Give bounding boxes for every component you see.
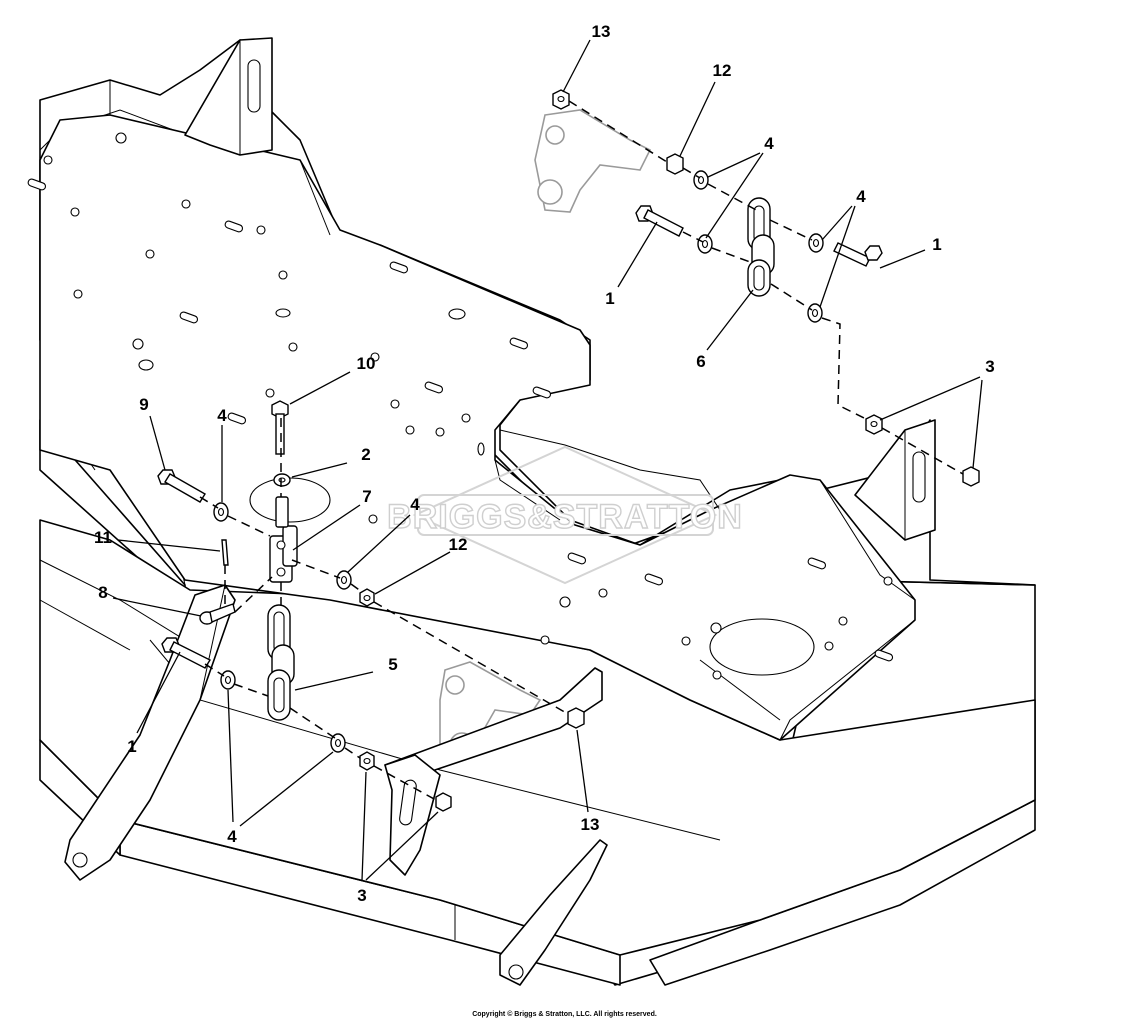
nut-13-top — [552, 89, 570, 110]
callout-11: 11 — [94, 528, 112, 547]
leader-lines — [112, 39, 983, 881]
callout-2: 2 — [361, 445, 370, 464]
bolt-1-left — [161, 637, 212, 669]
lift-arm-bracket-ghost — [534, 109, 652, 213]
callout-8: 8 — [98, 583, 107, 602]
nut-3-front-a — [359, 751, 375, 771]
callout-4-front: 4 — [227, 827, 237, 846]
callout-4-top-b: 4 — [856, 187, 866, 206]
bolt-10 — [271, 400, 289, 455]
washer-4-top-d — [807, 303, 823, 323]
washer-4-top-a — [693, 170, 709, 190]
spindle-opening-left — [249, 477, 331, 523]
callout-13-top: 13 — [592, 22, 611, 41]
washer-4-mid — [336, 570, 352, 590]
callout-13-front: 13 — [581, 815, 600, 834]
assembly-lines — [199, 100, 964, 801]
spindle-opening-right — [709, 618, 815, 676]
callout-6: 6 — [696, 352, 705, 371]
callout-3-front: 3 — [357, 886, 366, 905]
right-front-arm — [499, 839, 608, 986]
plate-holes — [27, 132, 894, 680]
callout-5: 5 — [388, 655, 397, 674]
copyright-notice: Copyright © Briggs & Stratton, LLC. All … — [472, 1011, 657, 1018]
cotter-pin-11 — [221, 539, 229, 566]
watermark-logo: BRIGGS&STRATTON — [386, 445, 743, 585]
callout-4-left-top: 4 — [217, 406, 227, 425]
callout-4-top-a: 4 — [764, 134, 774, 153]
callout-10: 10 — [357, 354, 376, 373]
callouts: 13 12 4 4 1 1 6 3 10 9 4 2 7 4 12 11 8 5… — [94, 22, 995, 905]
callout-12-mid: 12 — [449, 535, 468, 554]
washer-4-left-top — [213, 502, 229, 522]
bolt-1-top-right — [833, 242, 883, 267]
washer-4-top-b — [697, 234, 713, 254]
callout-9: 9 — [139, 395, 148, 414]
chain-5 — [267, 604, 295, 721]
nut-2 — [273, 473, 291, 487]
washer-4-top-c — [808, 233, 824, 253]
nut-13-front — [567, 707, 585, 729]
nut-3-right-a — [865, 414, 883, 435]
mounting-plate — [27, 114, 916, 741]
callout-1-left: 1 — [127, 737, 136, 756]
nut-12-top — [666, 153, 684, 175]
callout-7: 7 — [362, 487, 371, 506]
callout-4-mid: 4 — [410, 495, 420, 514]
callout-12-top: 12 — [713, 61, 732, 80]
right-mount-bracket — [854, 419, 936, 541]
washer-4-left-bottom — [220, 670, 236, 690]
svg-text:BRIGGS&STRATTON: BRIGGS&STRATTON — [387, 498, 743, 536]
nut-3-right-b — [962, 466, 980, 487]
chain-6 — [747, 197, 775, 297]
bolt-9 — [157, 469, 206, 503]
callout-3-right: 3 — [985, 357, 994, 376]
callout-1-top-left: 1 — [605, 289, 614, 308]
hanger-bracket-7 — [269, 496, 298, 583]
bolt-1-top-left — [635, 205, 684, 237]
callout-1-top-right: 1 — [932, 235, 941, 254]
nut-12-mid — [359, 588, 375, 607]
nut-3-front-b — [435, 792, 452, 812]
rear-mount-bracket — [184, 37, 273, 156]
